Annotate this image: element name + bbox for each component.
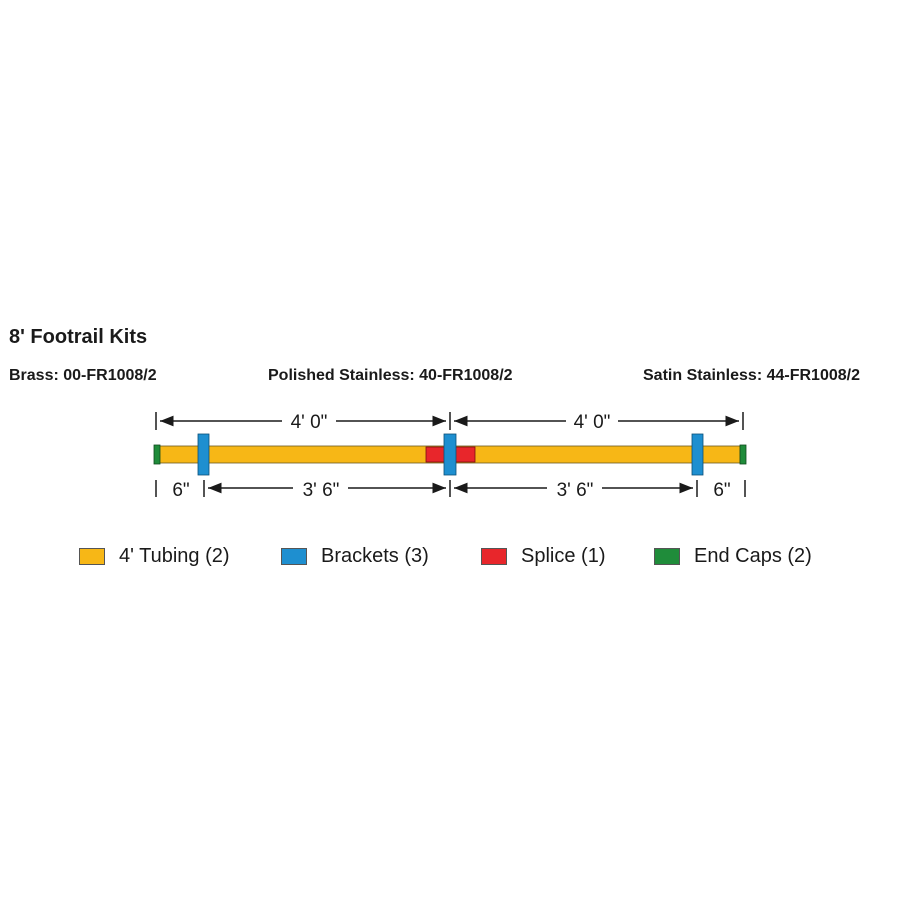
kit-polished-label: Polished Stainless: 40-FR1008/2 <box>268 367 513 384</box>
legend-label-splice: Splice (1) <box>521 545 606 567</box>
legend-item-end-caps: End Caps (2) <box>654 545 812 568</box>
legend-swatch-splice <box>481 548 507 565</box>
bracket-left <box>197 433 210 476</box>
page-title: 8' Footrail Kits <box>9 326 148 348</box>
legend-item-brackets: Brackets (3) <box>281 545 429 568</box>
legend-item-splice: Splice (1) <box>481 545 605 568</box>
kit-brass-label: Brass: 00-FR1008/2 <box>9 367 157 384</box>
legend-label-tubing: 4' Tubing (2) <box>119 545 230 567</box>
legend-item-tubing: 4' Tubing (2) <box>79 545 230 568</box>
legend-swatch-brackets <box>281 548 307 565</box>
end-cap-left <box>153 444 161 465</box>
bracket-center <box>443 433 457 476</box>
dim-top-right-label: 4' 0" <box>574 412 611 433</box>
legend: 4' Tubing (2) Brackets (3) Splice (1) En… <box>0 545 900 575</box>
dim-bottom-left-end-label: 6" <box>172 480 189 501</box>
legend-swatch-end-caps <box>654 548 680 565</box>
kit-satin-label: Satin Stainless: 44-FR1008/2 <box>643 367 860 384</box>
legend-label-end-caps: End Caps (2) <box>694 545 812 567</box>
dim-bottom-right-end-label: 6" <box>713 480 730 501</box>
end-cap-right <box>739 444 747 465</box>
dim-top-left-label: 4' 0" <box>291 412 328 433</box>
dim-bottom-right-span-label: 3' 6" <box>557 480 594 501</box>
bracket-right <box>691 433 704 476</box>
legend-label-brackets: Brackets (3) <box>321 545 429 567</box>
legend-swatch-tubing <box>79 548 105 565</box>
dim-bottom-left-span-label: 3' 6" <box>303 480 340 501</box>
